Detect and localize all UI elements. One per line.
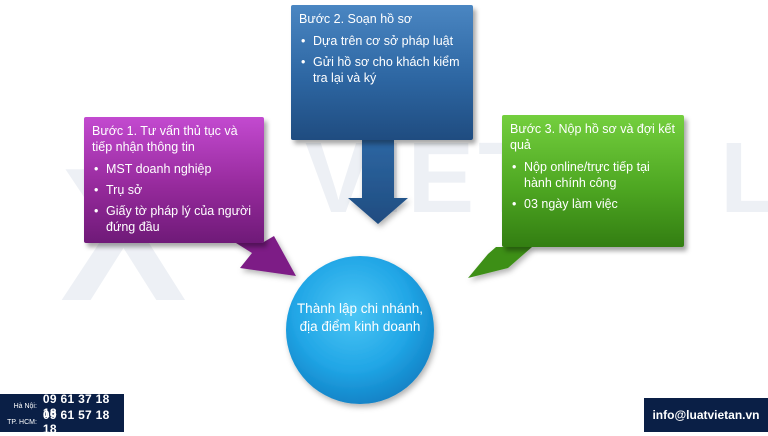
step2-item: Gửi hồ sơ cho khách kiểm tra lại và ký [299, 54, 465, 86]
step3-item: Nộp online/trực tiếp tại hành chính công [510, 159, 676, 191]
hotline-hanoi-phone[interactable]: 09 61 37 18 18 [42, 392, 110, 420]
step3-title: Bước 3. Nộp hồ sơ và đợi kết quả [510, 122, 675, 152]
step1-list: MST doanh nghiệp Trụ sở Giấy tờ pháp lý … [92, 161, 256, 235]
step3-list: Nộp online/trực tiếp tại hành chính công… [510, 159, 676, 212]
step1-item: Giấy tờ pháp lý của người đứng đầu [92, 203, 256, 235]
step1-box: Bước 1. Tư vấn thủ tục và tiếp nhận thôn… [84, 117, 264, 243]
hotline-hcm-label: TP. HCM: [7, 418, 37, 426]
email-badge[interactable]: info@luatvietan.vn [644, 398, 768, 432]
step1-item: Trụ sở [92, 182, 256, 198]
step3-arrow [468, 247, 532, 278]
step2-item: Dựa trên cơ sở pháp luật [299, 33, 465, 49]
step1-item: MST doanh nghiệp [92, 161, 256, 177]
center-circle [286, 256, 434, 404]
hotline-hanoi: Hà Nội: 09 61 37 18 18 [4, 392, 120, 420]
hotline-box: Hà Nội: 09 61 37 18 18 TP. HCM: 09 61 57… [0, 392, 124, 436]
step2-title: Bước 2. Soạn hồ sơ [299, 12, 413, 26]
step1-title: Bước 1. Tư vấn thủ tục và tiếp nhận thôn… [92, 124, 238, 154]
step3-item: 03 ngày làm việc [510, 196, 676, 212]
center-label: Thành lập chi nhánh, địa điểm kinh doanh [296, 301, 424, 334]
step1-arrow [236, 236, 296, 276]
step2-arrow [348, 140, 408, 224]
hotline-hcm: TP. HCM: 09 61 57 18 18 [4, 408, 120, 436]
step2-box: Bước 2. Soạn hồ sơ Dựa trên cơ sở pháp l… [291, 5, 473, 140]
hotline-hanoi-label: Hà Nội: [13, 402, 37, 410]
step2-list: Dựa trên cơ sở pháp luật Gửi hồ sơ cho k… [299, 33, 465, 86]
step3-box: Bước 3. Nộp hồ sơ và đợi kết quả Nộp onl… [502, 115, 684, 247]
